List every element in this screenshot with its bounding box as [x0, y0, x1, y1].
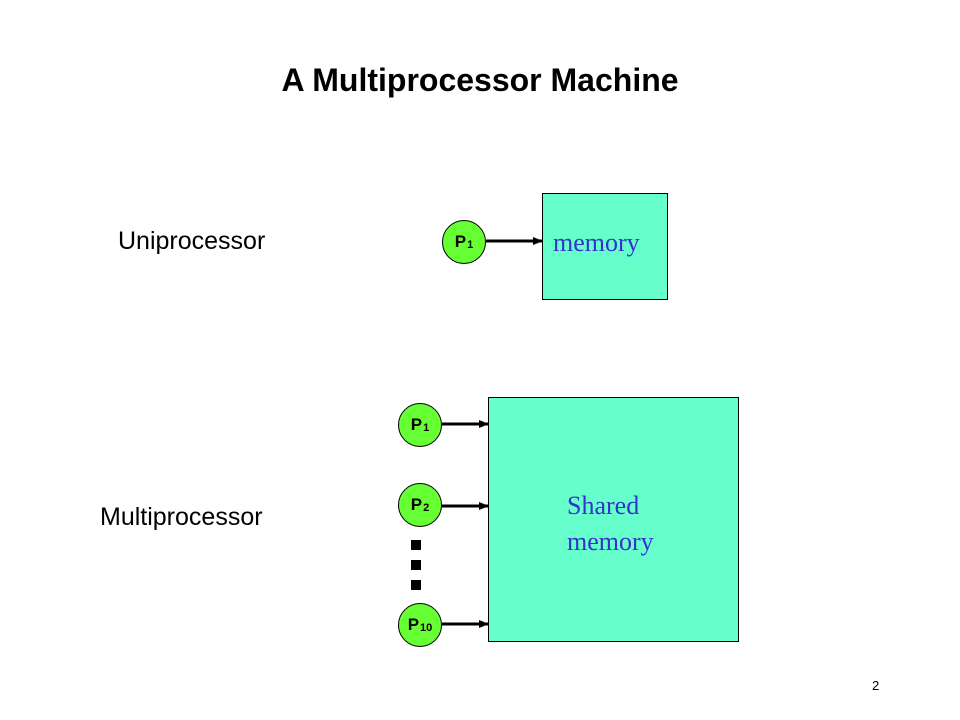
processor-index: 10 — [420, 622, 433, 634]
slide-title: A Multiprocessor Machine — [281, 62, 679, 98]
shared-memory-label-line1: Shared — [567, 491, 640, 520]
processor-index: 1 — [423, 422, 430, 434]
multiprocessor-label: Multiprocessor — [100, 503, 263, 531]
uniprocessor-memory-label: memory — [553, 228, 640, 257]
processor-name: P — [410, 495, 423, 514]
processor-name: P — [454, 232, 467, 251]
page-number: 2 — [872, 678, 880, 693]
shared-memory-label-line2: memory — [567, 527, 654, 556]
shared-memory-box — [488, 397, 739, 642]
ellipsis-dots — [411, 540, 421, 590]
uniprocessor-memory-box — [542, 193, 668, 300]
processor-name: P — [410, 415, 423, 434]
processor-index: 2 — [423, 502, 430, 514]
processor-name: P — [407, 615, 420, 634]
processor-index: 1 — [467, 239, 474, 251]
uniprocessor-label: Uniprocessor — [118, 227, 266, 255]
